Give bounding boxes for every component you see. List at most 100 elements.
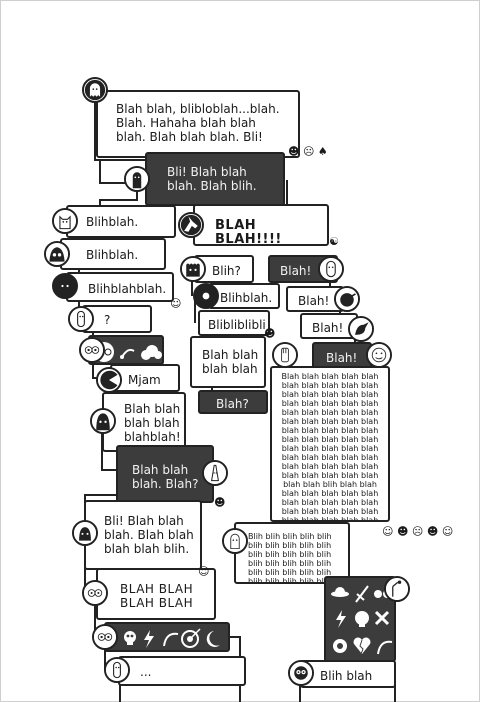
avatar-dot[interactable]: [193, 283, 219, 309]
avatar-beard[interactable]: [124, 166, 150, 192]
pale-face-icon: [290, 662, 312, 684]
tall-face-icon: [106, 659, 128, 681]
reaction-icon[interactable]: ☻: [214, 496, 226, 509]
reaction-icon[interactable]: ☯: [329, 235, 339, 248]
unicorn-icon: [180, 214, 202, 236]
message-text: Blah blah blah blah blah blah blah blah …: [281, 372, 379, 522]
message-bubble[interactable]: ...: [118, 656, 246, 686]
avatar-round[interactable]: [318, 256, 344, 282]
avatar-waving[interactable]: [384, 576, 410, 602]
message-bubble[interactable]: Blihblah.: [60, 238, 166, 270]
message-bubble[interactable]: Bli! Blah blah blah. Blah blah blah blah…: [84, 500, 202, 570]
message-bubble[interactable]: Blah blah, blibloblah...blah. Blah. Haha…: [96, 90, 300, 158]
message-bubble[interactable]: Blih blah: [300, 660, 396, 688]
message-bubble[interactable]: Blihblahblah.: [66, 272, 174, 302]
avatar-blob[interactable]: [52, 273, 78, 299]
dark-bird-icon: [350, 318, 372, 340]
hood-face-icon: [92, 410, 114, 432]
hairy-face-icon: [46, 243, 68, 265]
whip-icon: [163, 632, 179, 647]
reaction-icon[interactable]: ☻: [264, 327, 276, 340]
avatar-cone[interactable]: [202, 460, 228, 486]
message-bubble[interactable]: Blih blih blih blih blih blih blih blih …: [234, 522, 350, 584]
message-text: Blah!: [312, 321, 344, 335]
cloud-icon: [141, 345, 162, 360]
avatar-blob-2[interactable]: [72, 520, 98, 546]
eyes-face-icon: [94, 626, 116, 648]
message-text: Bli! Blah blah blah. Blah blah blah blah…: [104, 514, 194, 556]
message-bubble[interactable]: Blah blah blah. Blah?: [116, 445, 214, 503]
avatar-hairy[interactable]: [44, 241, 70, 267]
bird-icon: [336, 288, 358, 310]
avatar-pacman[interactable]: [96, 367, 122, 393]
avatar-face[interactable]: [366, 342, 392, 368]
message-text: Mjam: [128, 373, 161, 387]
lightning-icon: [336, 610, 346, 628]
message-text: ...: [140, 665, 152, 679]
avatar-hood[interactable]: [90, 408, 116, 434]
whip-icon: [377, 640, 393, 655]
reaction-icons[interactable]: ☻ ☹ ♠: [288, 145, 328, 158]
lightning-icon: [144, 630, 154, 648]
avatar-cat[interactable]: [52, 208, 78, 234]
eyes-face-icon: [81, 339, 103, 361]
avatar-faces[interactable]: [82, 580, 108, 606]
broken-heart-icon: [353, 637, 371, 655]
beard-face-icon: [126, 168, 148, 190]
avatar-pale[interactable]: [222, 528, 248, 554]
message-text: BLAH BLAH BLAH BLAH: [120, 582, 194, 610]
eye-icon: [333, 639, 347, 653]
message-text: Blah blah blah blah blahblah!: [124, 402, 181, 444]
avatar-dark-bird[interactable]: [348, 316, 374, 342]
blob-face-icon: [55, 276, 75, 296]
message-text: Blibliblibli: [208, 318, 266, 332]
avatar-pale-2[interactable]: [288, 660, 314, 686]
icon-message-bubble[interactable]: [104, 622, 230, 652]
message-text: Blah?: [216, 397, 249, 411]
double-face-icon: [84, 582, 106, 604]
message-bubble[interactable]: Blah blah blah blah: [190, 336, 266, 388]
message-bubble[interactable]: Bli! Blah blah blah. Blah blih.: [145, 152, 285, 206]
waving-hand-icon: [386, 578, 408, 600]
message-text: BLAH BLAH!!!!: [215, 218, 282, 246]
message-bubble[interactable]: Blah?: [198, 390, 268, 414]
message-bubble[interactable]: Blah blah blah blah blahblah!: [102, 392, 186, 452]
message-bubble[interactable]: Blihblah.: [66, 205, 176, 238]
message-text: Blih blih blih blih blih blih blih blih …: [248, 532, 332, 584]
message-text: Blah!: [298, 294, 330, 308]
avatar-unicorn[interactable]: [178, 212, 204, 238]
message-text: Blihblahblah.: [88, 282, 167, 296]
fluffy-face-icon: [182, 258, 204, 280]
message-text: Blah!: [326, 351, 358, 365]
avatar-fluffy[interactable]: [180, 256, 206, 282]
skull-icon: [355, 611, 369, 627]
message-bubble[interactable]: Blibliblibli: [198, 310, 270, 336]
cat-face-icon: [54, 210, 76, 232]
avatar-ghost[interactable]: [82, 77, 108, 103]
reaction-icon[interactable]: ☺: [170, 297, 182, 310]
smiley-icon: [368, 344, 390, 366]
reaction-icon[interactable]: ☺: [198, 565, 210, 578]
message-text: Blihblah.: [86, 248, 139, 262]
avatar-bird[interactable]: [334, 286, 360, 312]
avatar-eyes-2[interactable]: [92, 624, 118, 650]
pale-face-icon: [224, 530, 246, 552]
message-text: ?: [104, 313, 111, 327]
round-face-icon: [320, 258, 342, 280]
avatar-tall-2[interactable]: [104, 657, 130, 683]
music-icon: [120, 348, 135, 359]
message-text: Blih?: [212, 264, 241, 278]
avatar-tall[interactable]: [68, 306, 94, 332]
message-text: Blih blah: [320, 669, 373, 683]
ufo-icon: [331, 587, 349, 597]
message-bubble[interactable]: BLAH BLAH!!!!: [193, 204, 329, 246]
avatar-hand[interactable]: [272, 342, 298, 368]
message-text: Blihblah.: [220, 291, 273, 305]
long-message-bubble[interactable]: Blah blah blah blah blah blah blah blah …: [270, 366, 390, 522]
target-icon: [181, 628, 201, 648]
hand-icon: [274, 344, 296, 366]
tall-face-icon: [70, 308, 92, 330]
reaction-icons[interactable]: ☺ ☻ ☹ ☻ ☺: [382, 525, 454, 538]
blob-face-icon: [74, 522, 96, 544]
avatar-eyes[interactable]: [79, 337, 105, 363]
